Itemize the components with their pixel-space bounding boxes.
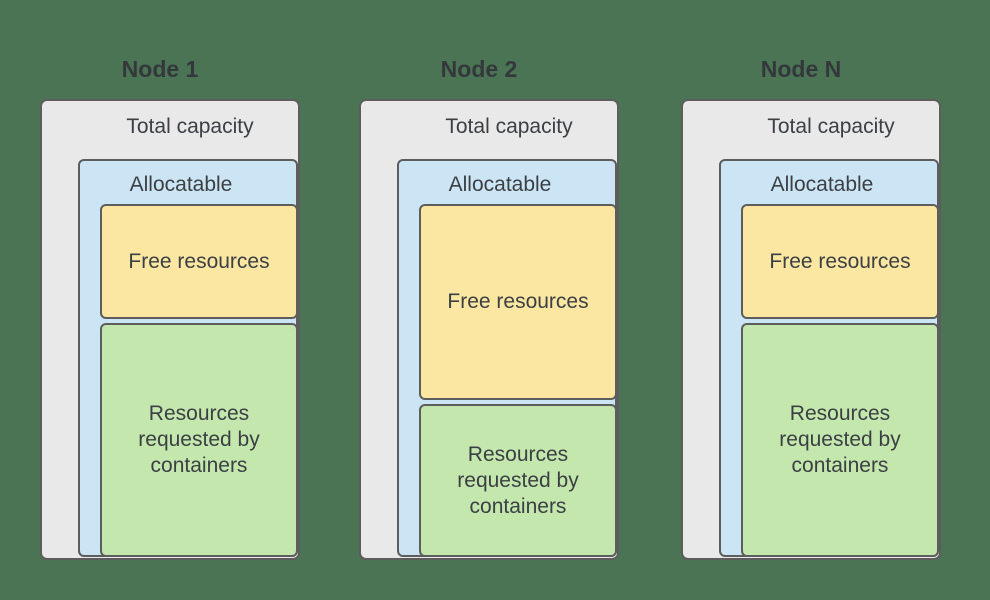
node-2-total-capacity-label: Total capacity [445,115,573,138]
node-1-allocatable-label: Allocatable [129,173,233,196]
node-1-requested-resources-label: Resources requested by containers [138,402,260,477]
node-n-free-resources-box: Free resources [741,204,939,319]
node-1-group: Node 1 Total capacity Allocatable Free r… [40,0,300,600]
node-2-free-resources-box: Free resources [419,204,617,400]
node-1-requested-resources-box: Resources requested by containers [100,323,298,557]
node-n-free-resources-label: Free resources [769,249,911,273]
node-n-title: Node N [760,56,842,82]
node-n-total-capacity-label: Total capacity [767,115,895,138]
node-2-title: Node 2 [440,56,518,82]
node-1-total-capacity-label: Total capacity [126,115,254,138]
node-2-requested-resources-label: Resources requested by containers [457,442,579,518]
node-2-allocatable-label: Allocatable [448,173,552,196]
node-n-requested-resources-box: Resources requested by containers [741,323,939,557]
node-1-title: Node 1 [121,56,199,82]
node-n-allocatable-label: Allocatable [770,173,874,196]
node-2-requested-resources-box: Resources requested by containers [419,404,617,557]
node-2-total-capacity-box: Total capacity Allocatable Free resource… [359,99,619,560]
node-2-group: Node 2 Total capacity Allocatable Free r… [359,0,619,600]
node-2-free-resources-label: Free resources [447,290,589,313]
node-1-free-resources-label: Free resources [128,249,270,273]
node-1-free-resources-box: Free resources [100,204,298,319]
node-n-total-capacity-box: Total capacity Allocatable Free resource… [681,99,941,560]
node-n-group: Node N Total capacity Allocatable Free r… [681,0,941,600]
node-n-requested-resources-label: Resources requested by containers [779,402,901,477]
node-1-total-capacity-box: Total capacity Allocatable Free resource… [40,99,300,560]
